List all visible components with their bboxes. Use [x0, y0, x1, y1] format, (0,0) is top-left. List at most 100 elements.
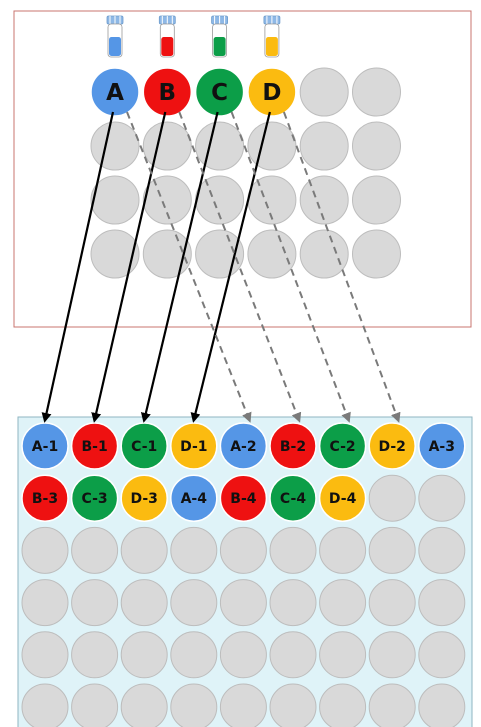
- dest-well-empty: [170, 579, 218, 627]
- well-circle: [352, 175, 401, 225]
- well-circle: [368, 683, 416, 727]
- source-well-empty: [195, 121, 245, 171]
- well-circle: [120, 526, 168, 574]
- dest-well-empty: [120, 579, 168, 627]
- dest-well-b-4: B-4: [219, 474, 268, 522]
- well-circle: [70, 474, 119, 522]
- well-circle: [418, 422, 466, 470]
- well-circle: [90, 175, 140, 225]
- dest-well-empty: [418, 579, 466, 627]
- dest-well-empty: [219, 631, 267, 679]
- well-circle: [318, 422, 367, 470]
- source-well-empty: [247, 121, 297, 171]
- source-well-label: C: [211, 80, 228, 106]
- well-circle: [120, 683, 168, 727]
- well-circle: [319, 526, 367, 574]
- dest-well-empty: [319, 631, 367, 679]
- sample-tube-a: [106, 15, 124, 58]
- well-circle: [90, 229, 140, 279]
- well-circle: [70, 422, 119, 470]
- well-circle: [352, 229, 401, 279]
- well-circle: [418, 526, 466, 574]
- source-well-b: B: [142, 67, 193, 117]
- dest-well-d-4: D-4: [318, 474, 367, 522]
- well-circle: [71, 683, 119, 727]
- well-circle: [368, 579, 416, 627]
- dest-well-empty: [319, 579, 367, 627]
- well-circle: [120, 474, 168, 522]
- sample-tube-b: [158, 15, 176, 58]
- dest-well-empty: [71, 631, 119, 679]
- well-circle: [120, 631, 168, 679]
- dest-well-c-2: C-2: [318, 422, 367, 470]
- dest-well-empty: [21, 631, 69, 679]
- dest-well-empty: [269, 579, 317, 627]
- well-circle: [194, 67, 245, 117]
- transfer-arrow-d-to-d-1: [190, 111, 271, 423]
- dest-well-empty: [319, 683, 367, 727]
- source-well-empty: [352, 121, 401, 171]
- well-circle: [219, 422, 268, 470]
- well-circle: [219, 579, 267, 627]
- transfer-arrow-a-to-a-2: [126, 111, 252, 423]
- well-circle: [269, 579, 317, 627]
- transfer-arrow-d-to-d-2: [282, 111, 401, 423]
- dest-well-empty: [71, 683, 119, 727]
- source-well-empty: [352, 175, 401, 225]
- dest-well-empty: [120, 683, 168, 727]
- dest-well-b-2: B-2: [269, 422, 317, 470]
- dest-well-empty: [368, 683, 416, 727]
- source-plate: [13, 10, 472, 328]
- well-circle: [368, 422, 416, 470]
- well-circle: [269, 474, 317, 522]
- dest-well-a-3: A-3: [418, 422, 466, 470]
- dest-well-label: C-4: [280, 491, 306, 507]
- transfer-arrow-c-to-c-1: [140, 111, 219, 423]
- well-circle: [299, 121, 349, 171]
- well-circle: [142, 229, 192, 279]
- well-circle: [368, 474, 416, 522]
- dest-well-label: A-1: [32, 439, 58, 455]
- dest-well-empty: [120, 526, 168, 574]
- source-well-empty: [90, 121, 140, 171]
- well-circle: [21, 526, 69, 574]
- dest-well-label: B-1: [81, 439, 107, 455]
- dest-well-a-4: A-4: [170, 474, 218, 522]
- dest-well-d-1: D-1: [170, 422, 218, 470]
- well-circle: [299, 67, 349, 117]
- well-circle: [269, 422, 317, 470]
- well-circle: [170, 683, 218, 727]
- source-well-empty: [90, 229, 140, 279]
- well-circle: [269, 683, 317, 727]
- well-circle: [71, 631, 119, 679]
- well-circle: [368, 631, 416, 679]
- dest-well-label: C-1: [131, 439, 157, 455]
- dest-well-label: B-2: [280, 439, 306, 455]
- well-circle: [418, 474, 466, 522]
- source-well-empty: [90, 175, 140, 225]
- well-circle: [170, 422, 218, 470]
- dest-well-empty: [418, 474, 466, 522]
- source-well-empty: [142, 175, 192, 225]
- source-well-d: D: [247, 67, 297, 117]
- dest-well-empty: [319, 526, 367, 574]
- well-circle: [71, 579, 119, 627]
- source-well-label: B: [159, 80, 177, 106]
- dest-well-empty: [170, 683, 218, 727]
- source-well-empty: [142, 229, 192, 279]
- source-well-empty: [299, 175, 349, 225]
- sample-tube-c: [211, 15, 229, 58]
- well-circle: [247, 229, 297, 279]
- dest-well-empty: [21, 683, 69, 727]
- dest-well-label: D-1: [180, 439, 207, 455]
- dest-well-empty: [269, 683, 317, 727]
- well-circle: [219, 526, 267, 574]
- dest-well-d-2: D-2: [368, 422, 416, 470]
- well-circle: [219, 631, 267, 679]
- source-well-empty: [299, 121, 349, 171]
- dest-well-empty: [269, 631, 317, 679]
- well-circle: [418, 631, 466, 679]
- dest-well-a-1: A-1: [21, 422, 69, 470]
